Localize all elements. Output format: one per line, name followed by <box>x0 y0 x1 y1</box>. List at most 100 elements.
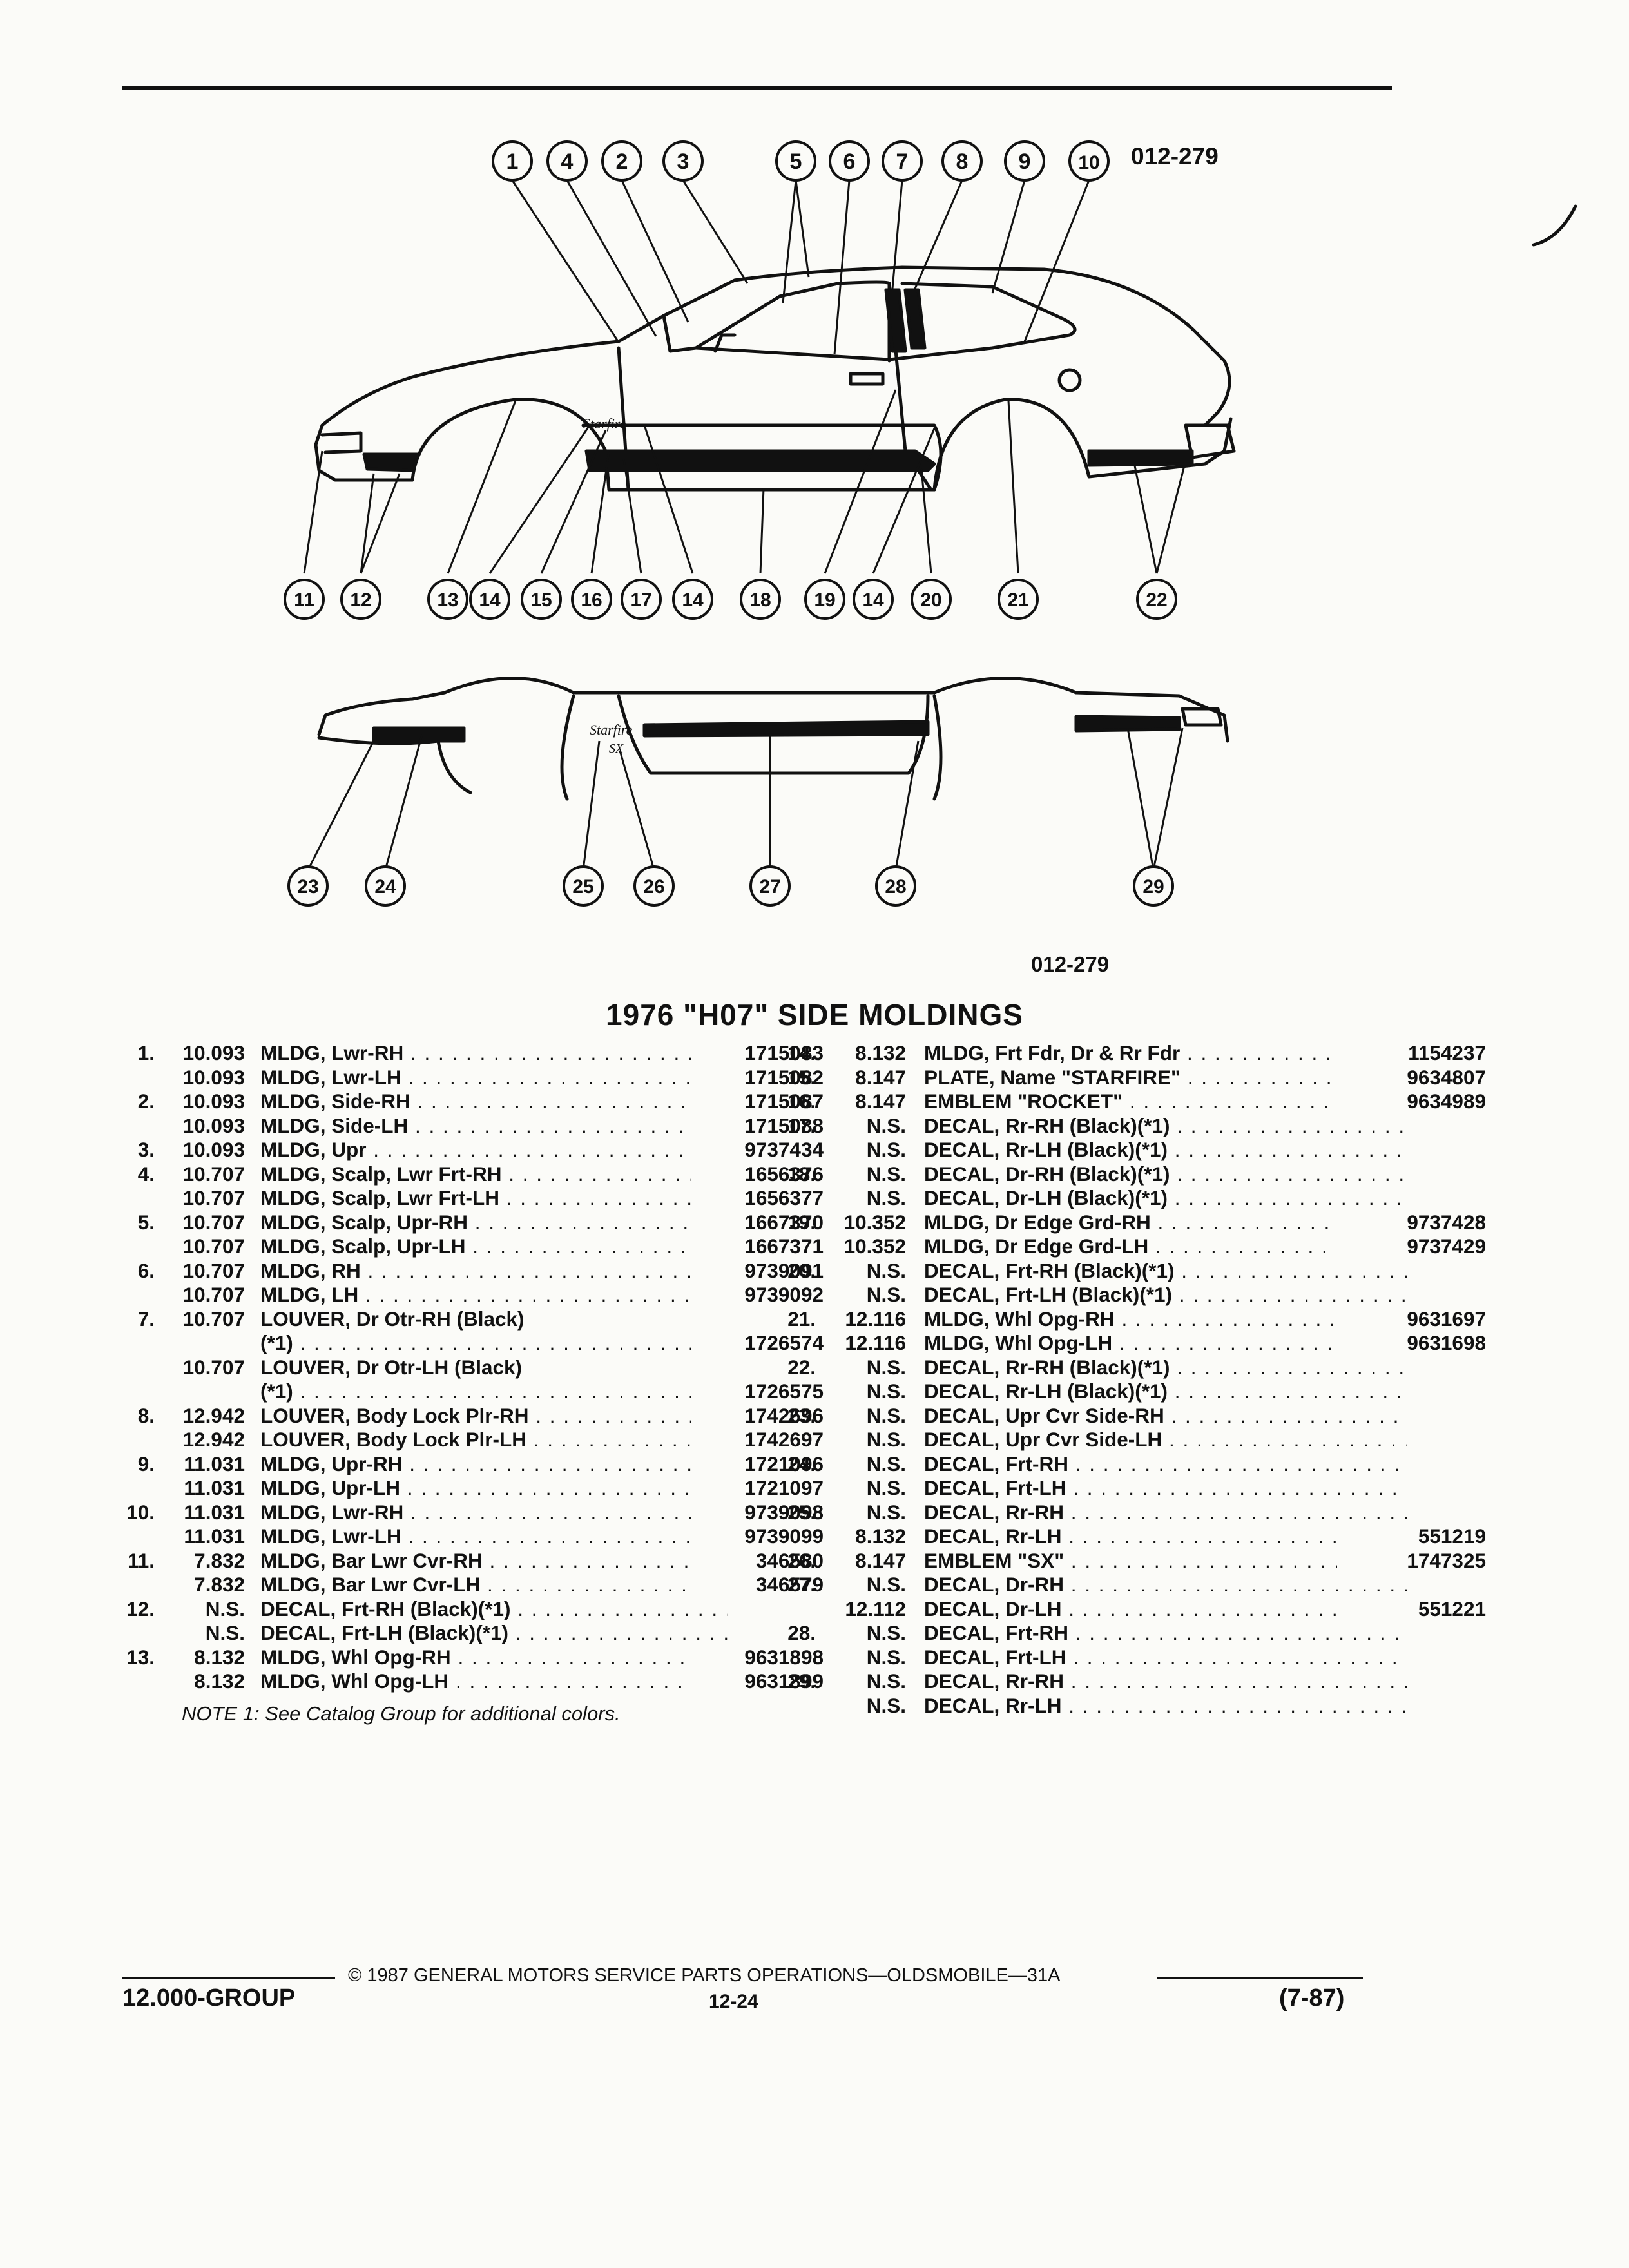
parts-row: 20.N.S.DECAL, Frt-RH (Black)(*1) <box>773 1259 1482 1283</box>
group-number: 10.707 <box>182 1283 245 1306</box>
side-moldings-diagram: Starfire Starfire SX <box>284 140 1577 907</box>
footer-copyright: © 1987 GENERAL MOTORS SERVICE PARTS OPER… <box>348 1965 1061 1986</box>
footer-page-number: 12-24 <box>709 1991 758 2012</box>
part-description: DECAL, Rr-RH (Black)(*1) <box>924 1114 1407 1139</box>
svg-text:2: 2 <box>616 149 628 174</box>
part-description: DECAL, Upr Cvr Side-RH <box>924 1404 1407 1428</box>
svg-text:20: 20 <box>920 590 941 611</box>
item-number: 27. <box>787 1573 816 1596</box>
group-number: 8.132 <box>855 1524 906 1548</box>
svg-text:26: 26 <box>643 876 664 898</box>
svg-text:14: 14 <box>682 590 704 611</box>
part-description: LOUVER, Dr Otr-LH (Black) <box>260 1355 523 1379</box>
part-description: MLDG, Dr Edge Grd-RH <box>924 1211 1407 1235</box>
parts-row: 29.N.S.DECAL, Rr-RH <box>773 1669 1482 1694</box>
group-number: 11.031 <box>184 1524 245 1548</box>
item-number: 21. <box>787 1307 816 1331</box>
item-number: 5. <box>137 1210 155 1234</box>
part-description: MLDG, Lwr-RH <box>260 1041 728 1066</box>
part-number: 1154237 <box>1337 1041 1486 1066</box>
part-description: (*1) <box>260 1379 728 1404</box>
part-description: MLDG, Scalp, Upr-LH <box>260 1235 728 1259</box>
group-number: N.S. <box>866 1621 906 1644</box>
callout-17: 17 <box>621 579 662 620</box>
item-number: 16. <box>787 1090 816 1113</box>
part-description: DECAL, Dr-RH (Black)(*1) <box>924 1162 1407 1187</box>
part-description: PLATE, Name "STARFIRE" <box>924 1066 1407 1090</box>
callout-13: 13 <box>427 579 468 620</box>
part-number: 9737429 <box>1337 1235 1486 1259</box>
item-number: 25. <box>787 1500 816 1524</box>
svg-text:14: 14 <box>479 590 501 611</box>
parts-row: N.S.DECAL, Frt-LH <box>773 1476 1482 1501</box>
group-number: N.S. <box>866 1573 906 1596</box>
group-number: 12.942 <box>182 1403 245 1427</box>
item-number: 8. <box>137 1403 155 1427</box>
part-number: 1656377 <box>691 1186 824 1211</box>
part-description: LOUVER, Body Lock Plr-RH <box>260 1404 728 1428</box>
callout-5: 5 <box>775 140 816 182</box>
part-description: DECAL, Frt-RH <box>924 1452 1407 1477</box>
parts-row: 17.N.S.DECAL, Rr-RH (Black)(*1) <box>773 1114 1482 1139</box>
parts-row: N.S.DECAL, Upr Cvr Side-LH <box>773 1428 1482 1452</box>
group-number: N.S. <box>866 1379 906 1403</box>
item-number: 3. <box>137 1138 155 1161</box>
group-number: N.S. <box>205 1597 245 1620</box>
svg-text:29: 29 <box>1142 876 1164 898</box>
part-description: (*1) <box>260 1331 728 1356</box>
item-number: 15. <box>787 1065 816 1089</box>
callout-19: 19 <box>804 579 845 620</box>
group-number: 7.832 <box>194 1573 245 1596</box>
part-description: MLDG, Whl Opg-RH <box>924 1307 1407 1332</box>
group-number: 11.031 <box>184 1500 245 1524</box>
part-number: 9631899 <box>691 1669 824 1694</box>
callout-14b: 14 <box>672 579 713 620</box>
part-description: MLDG, Whl Opg-RH <box>260 1646 728 1670</box>
part-number: 551221 <box>1337 1597 1486 1621</box>
part-description: MLDG, Bar Lwr Cvr-RH <box>260 1549 728 1573</box>
part-description: MLDG, LH <box>260 1283 728 1307</box>
svg-text:24: 24 <box>374 876 396 898</box>
part-number: 551219 <box>1337 1524 1486 1549</box>
svg-text:27: 27 <box>759 876 780 898</box>
group-number: N.S. <box>866 1162 906 1186</box>
group-number: 8.147 <box>855 1065 906 1089</box>
part-number: 9737434 <box>691 1138 824 1162</box>
part-number: 1667371 <box>691 1235 824 1259</box>
callout-26: 26 <box>633 865 675 907</box>
part-description: MLDG, Scalp, Upr-RH <box>260 1211 728 1235</box>
group-number: 10.707 <box>182 1307 245 1331</box>
item-number: 20. <box>787 1258 816 1282</box>
part-number: 346579 <box>691 1573 824 1597</box>
item-number: 4. <box>137 1162 155 1186</box>
part-description: MLDG, Whl Opg-LH <box>924 1331 1407 1356</box>
part-description: DECAL, Rr-RH <box>924 1669 1407 1694</box>
group-number: 10.707 <box>182 1186 245 1209</box>
part-description: DECAL, Rr-LH <box>924 1694 1407 1718</box>
item-number: 23. <box>787 1403 816 1427</box>
part-description: MLDG, Lwr-RH <box>260 1501 728 1525</box>
item-number: 14. <box>787 1041 816 1064</box>
group-number: 10.707 <box>182 1235 245 1258</box>
part-description: MLDG, Bar Lwr Cvr-LH <box>260 1573 728 1597</box>
group-number: 10.093 <box>182 1113 245 1137</box>
callout-8: 8 <box>941 140 983 182</box>
parts-row: N.S.DECAL, Rr-LH <box>773 1694 1482 1718</box>
part-description: DECAL, Frt-LH (Black)(*1) <box>260 1621 728 1646</box>
svg-text:21: 21 <box>1007 590 1028 611</box>
parts-row: 27.N.S.DECAL, Dr-RH <box>773 1573 1482 1597</box>
parts-row: 24.N.S.DECAL, Frt-RH <box>773 1452 1482 1477</box>
